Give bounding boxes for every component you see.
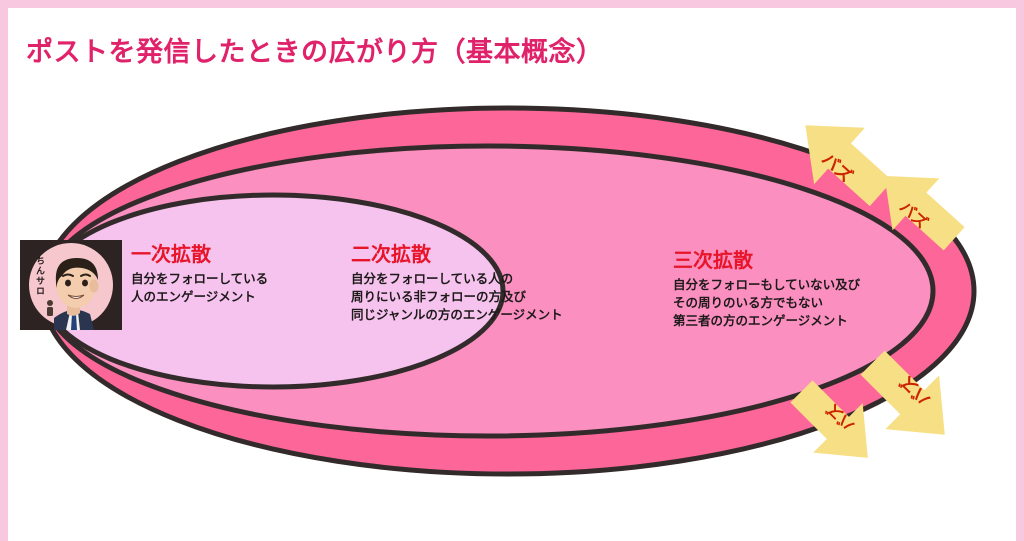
avatar-label: ちんサロ <box>35 256 45 296</box>
avatar-portrait-icon <box>47 258 99 330</box>
group-2-line-2: 周りにいる非フォローの方及び <box>351 289 527 304</box>
group-1-line-1: 自分をフォローしている <box>131 272 269 286</box>
page-title: ポストを発信したときの広がり方（基本概念） <box>26 37 604 67</box>
group-2-heading: 二次拡散 <box>351 244 431 266</box>
diagram-stage: バズ バズ バズ バズ <box>8 8 1016 541</box>
group-1-heading: 一次拡散 <box>131 244 211 266</box>
group-2-line-1: 自分をフォローしている人の <box>351 272 514 286</box>
group-3-line-1: 自分をフォローもしていない及び <box>673 278 861 292</box>
slide-canvas: ポストを発信したときの広がり方（基本概念） バズ <box>8 8 1016 541</box>
group-3-line-3: 第三者の方のエンゲージメント <box>673 313 848 328</box>
group-3: 三次拡散 自分をフォローもしていない及び その周りのいる方でもない 第三者の方の… <box>673 250 860 330</box>
diffusion-diagram: バズ バズ バズ バズ <box>39 96 978 483</box>
group-2: 二次拡散 自分をフォローしている人の 周りにいる非フォローの方及び 同じジャンル… <box>351 244 563 324</box>
group-2-line-3: 同じジャンルの方のエンゲージメント <box>351 307 563 322</box>
group-3-heading: 三次拡散 <box>673 250 753 272</box>
avatar[interactable]: ちんサロ <box>20 240 122 330</box>
group-1-line-2: 人のエンゲージメント <box>131 289 256 304</box>
group-1: 一次拡散 自分をフォローしている 人のエンゲージメント <box>131 244 268 307</box>
group-3-line-2: その周りのいる方でもない <box>673 295 824 310</box>
